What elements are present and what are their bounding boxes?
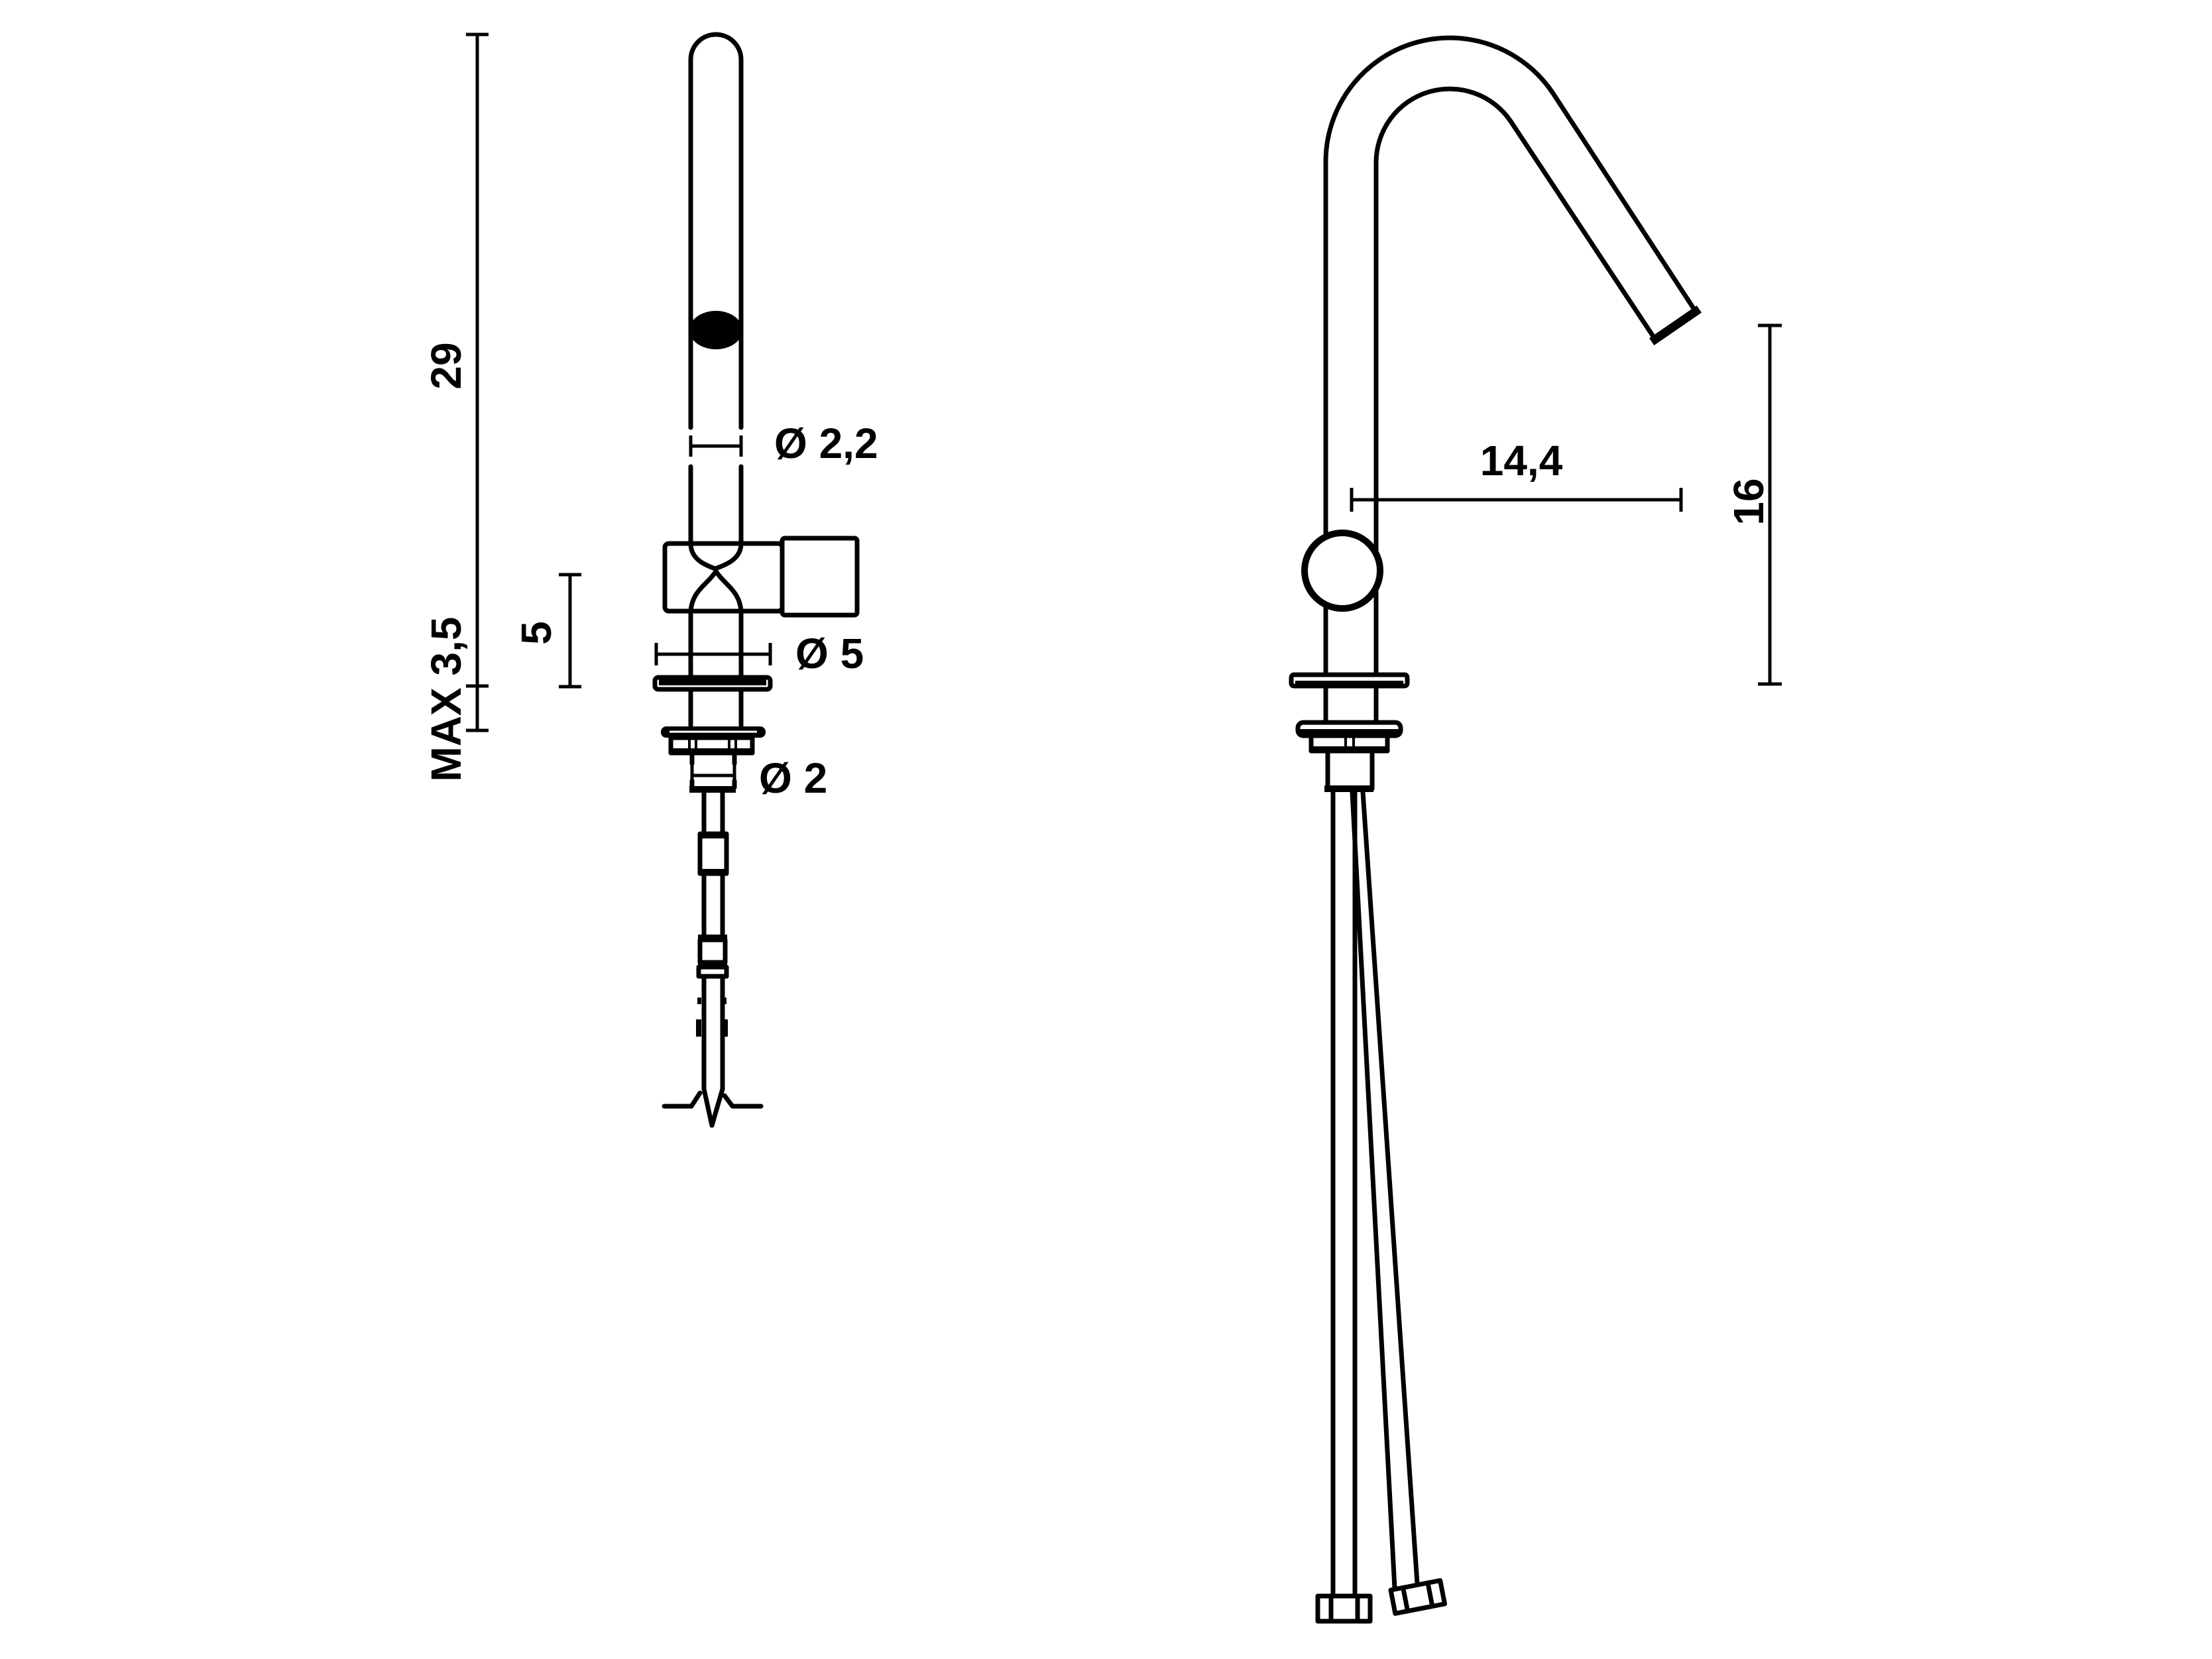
- side-hose-right-connector: [1388, 1577, 1447, 1616]
- side-under-counter-tube: [1323, 683, 1379, 726]
- side-hose-right: [1350, 789, 1420, 1591]
- side-hose-left-connector: [1315, 1593, 1373, 1624]
- side-hose-left: [1330, 789, 1358, 1599]
- side-spout-outer: [1323, 35, 1698, 677]
- dim-label-height-29: 29: [422, 342, 470, 389]
- dim-label-max-thickness: MAX 3,5: [422, 617, 470, 782]
- dim-label-shank-diameter: Ø 2: [759, 754, 827, 802]
- side-mounting-flange: [1289, 672, 1410, 689]
- side-handle-knob: [1301, 530, 1383, 612]
- front-view: 29 MAX 3,5 5 Ø 2,2 Ø 5: [422, 32, 878, 1128]
- dim-label-axis-height-5: 5: [512, 621, 560, 645]
- front-tube-arch-joint: [688, 569, 744, 614]
- side-spout-outlet-cut: [1649, 305, 1702, 346]
- dim-flange-diameter: Ø 5: [654, 630, 864, 677]
- front-spout-tube: [688, 32, 744, 430]
- front-rod-tip: [701, 1086, 725, 1128]
- dim-height-29: 29 MAX 3,5: [422, 32, 489, 782]
- side-shank: [1324, 748, 1375, 792]
- front-handle: [780, 536, 860, 618]
- side-locknut: [1309, 733, 1390, 754]
- front-spout-tube-lower: [688, 464, 744, 546]
- dim-label-spout-reach: 14,4: [1480, 437, 1563, 485]
- front-locknut: [668, 735, 755, 756]
- side-view: 14,4 16: [1289, 35, 1782, 1624]
- dim-label-spout-diameter: Ø 2,2: [774, 420, 878, 467]
- dim-label-spout-height: 16: [1725, 478, 1773, 525]
- front-handle-dot: [689, 311, 742, 349]
- dim-spout-height: 16: [1725, 323, 1782, 686]
- dim-shank-diameter: Ø 2: [690, 754, 827, 802]
- front-break-line: [662, 1090, 764, 1109]
- front-tube-chevron-joint: [688, 541, 744, 571]
- front-mounting-flange: [652, 675, 773, 692]
- front-washer: [661, 726, 766, 738]
- dim-body-axis-height-5: 5: [512, 573, 581, 689]
- front-pull-rod: [696, 790, 729, 1128]
- front-base-tube: [688, 608, 744, 681]
- side-spout-inner: [1373, 86, 1658, 677]
- dim-spout-diameter: Ø 2,2: [689, 420, 878, 467]
- dim-label-flange-diameter: Ø 5: [795, 630, 864, 677]
- front-under-counter-tube: [688, 687, 744, 728]
- front-shank: [689, 750, 737, 790]
- dim-spout-reach: 14,4: [1350, 437, 1683, 512]
